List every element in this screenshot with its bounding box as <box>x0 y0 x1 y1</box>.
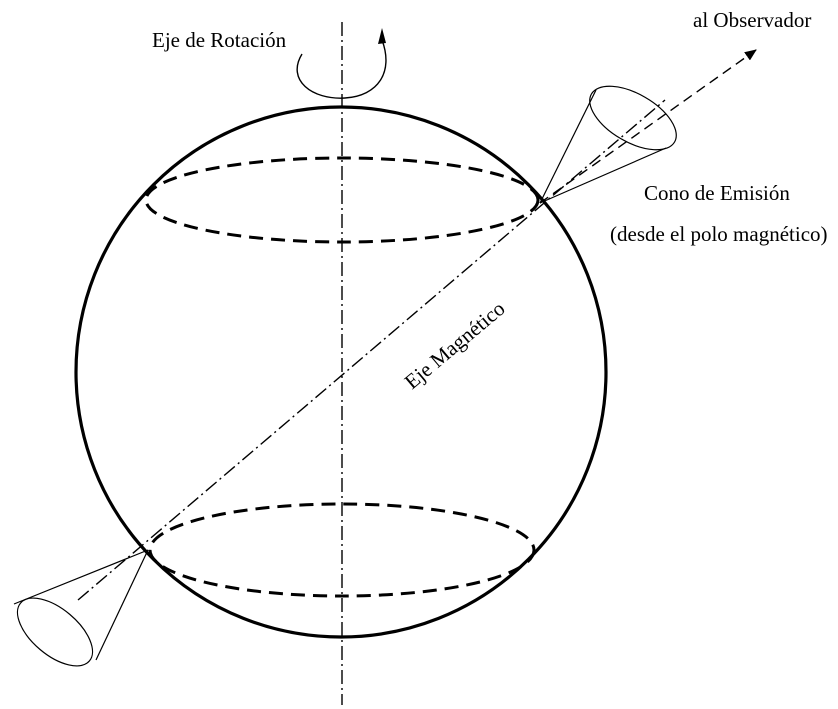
observer-label: al Observador <box>693 8 811 32</box>
rotation-axis-label: Eje de Rotación <box>152 28 287 52</box>
upper-latitude-ellipse <box>144 156 540 244</box>
lower-emission-cone <box>13 549 149 667</box>
observer-line <box>539 49 757 204</box>
emission-cone-label: Cono de Emisión <box>644 181 790 205</box>
rotation-arrow-icon <box>296 39 387 99</box>
lower-latitude-ellipse <box>148 502 536 598</box>
rotation-arrowhead-icon <box>378 28 386 44</box>
upper-emission-cone <box>539 85 677 204</box>
neutron-star-sphere <box>74 105 608 639</box>
emission-cone-sublabel: (desde el polo magnético) <box>610 222 828 246</box>
